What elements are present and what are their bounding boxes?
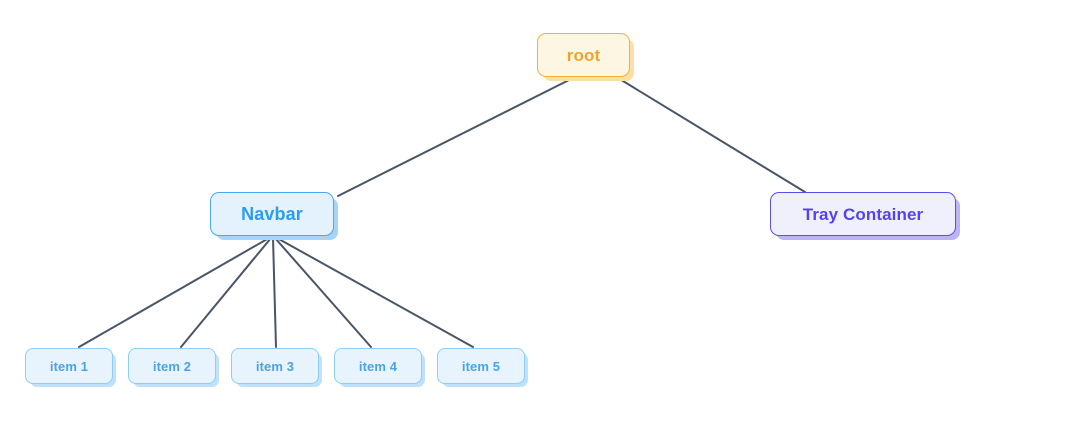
node-item-1[interactable]: item 1 <box>25 348 113 384</box>
node-navbar-label: Navbar <box>241 204 303 224</box>
node-item-4-label: item 4 <box>358 358 398 374</box>
node-item-4[interactable]: item 4 <box>334 348 422 384</box>
edge-group <box>78 77 806 348</box>
edge-root-to-navbar <box>337 77 574 197</box>
edge-navbar-to-item-2 <box>180 237 272 348</box>
node-item-2-label: item 2 <box>152 358 192 374</box>
node-item-5-label: item 5 <box>461 358 501 374</box>
node-root-label: root <box>566 45 601 65</box>
node-item-3-label: item 3 <box>255 358 295 374</box>
node-navbar[interactable]: Navbar <box>210 192 334 236</box>
edge-navbar-to-item-1 <box>78 237 270 348</box>
node-root[interactable]: root <box>537 33 630 77</box>
edge-navbar-to-item-5 <box>276 237 474 348</box>
edge-navbar-to-item-4 <box>274 237 372 348</box>
edge-root-to-tray <box>617 77 806 193</box>
node-item-2[interactable]: item 2 <box>128 348 216 384</box>
node-item-5[interactable]: item 5 <box>437 348 525 384</box>
edge-navbar-to-item-3 <box>272 237 277 348</box>
node-item-3[interactable]: item 3 <box>231 348 319 384</box>
node-item-1-label: item 1 <box>49 358 89 374</box>
node-tray-container-label: Tray Container <box>802 204 924 224</box>
node-tray-container[interactable]: Tray Container <box>770 192 956 236</box>
